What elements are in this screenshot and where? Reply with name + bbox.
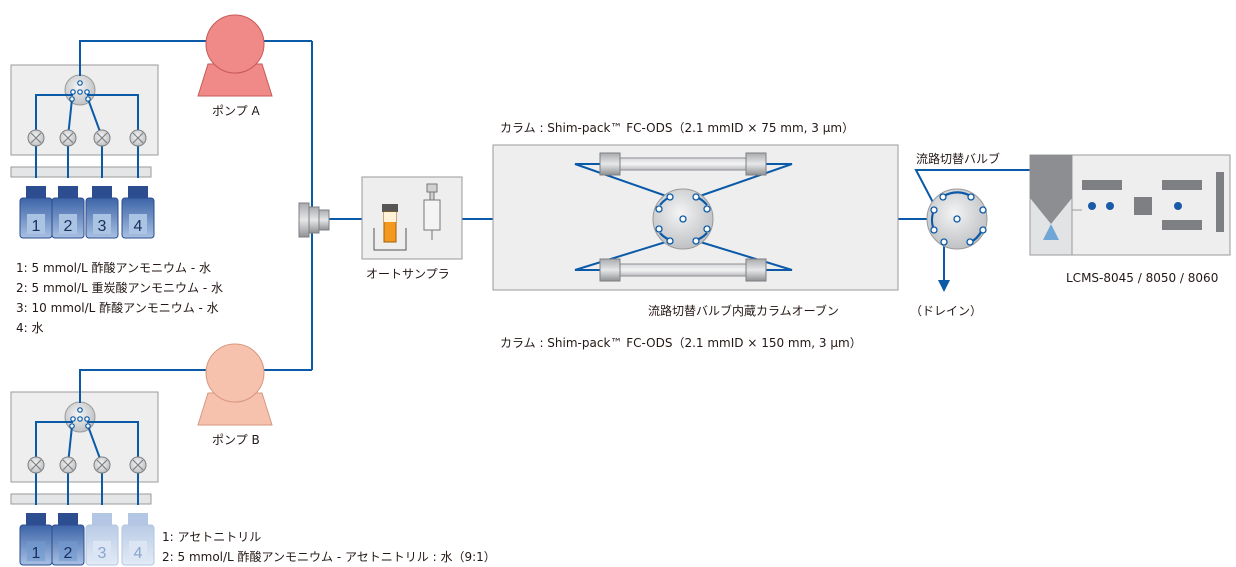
autosampler-label: オートサンプラ xyxy=(366,267,450,281)
bottle-a-number: 2 xyxy=(64,218,73,235)
bottle-b-number: 2 xyxy=(64,545,73,562)
pump-b-icon xyxy=(197,343,273,426)
switch-valve-label: 流路切替バルブ xyxy=(916,152,1001,166)
solvent-list-a: 1: 5 mmol/L 酢酸アンモニウム - 水 2: 5 mmol/L 重炭酸… xyxy=(16,258,223,338)
ms-label: LCMS-8045 / 8050 / 8060 xyxy=(1066,271,1219,285)
column-top-icon xyxy=(599,152,767,176)
bottle-b-number: 3 xyxy=(98,545,107,562)
pump-b-label: ポンプ B xyxy=(212,433,260,447)
bottles-b: 1 2 3 4 xyxy=(19,513,155,566)
drain-label: （ドレイン） xyxy=(910,304,983,318)
solvent-a-line: 2: 5 mmol/L 重炭酸アンモニウム - 水 xyxy=(16,281,224,295)
solvent-a-line: 3: 10 mmol/L 酢酸アンモニウム - 水 xyxy=(16,301,219,315)
flow-switch-valve-icon xyxy=(914,169,1030,292)
bottles-a: 1 2 3 4 xyxy=(19,186,155,239)
column-top-label: カラム : Shim-pack™ FC-ODS（2.1 mmID × 75 mm… xyxy=(500,121,855,135)
solvent-a-line: 1: 5 mmol/L 酢酸アンモニウム - 水 xyxy=(16,261,212,275)
bottle-b-number: 1 xyxy=(32,545,41,562)
column-switch-valve-icon xyxy=(652,188,714,250)
autosampler xyxy=(361,176,463,260)
column-oven xyxy=(492,144,899,291)
mixer-icon xyxy=(298,202,330,238)
oven-label: 流路切替バルブ内蔵カラムオーブン xyxy=(648,304,839,318)
pump-a-label: ポンプ A xyxy=(212,104,260,118)
syringe-icon xyxy=(423,183,441,240)
ms-instrument xyxy=(1029,154,1231,256)
solvent-a-line: 4: 水 xyxy=(16,321,44,335)
pump-a-icon xyxy=(197,14,273,97)
bottle-b-number: 4 xyxy=(134,545,143,562)
column-bottom-icon xyxy=(599,258,767,282)
solvent-b-line: 1: アセトニトリル xyxy=(162,530,262,544)
bottle-a-number: 1 xyxy=(32,218,41,235)
bottle-a-number: 3 xyxy=(98,218,107,235)
solvent-list-b: 1: アセトニトリル 2: 5 mmol/L 酢酸アンモニウム - アセトニトリ… xyxy=(162,527,496,567)
column-bottom-label: カラム : Shim-pack™ FC-ODS（2.1 mmID × 150 m… xyxy=(500,336,862,350)
bottle-a-number: 4 xyxy=(134,218,143,235)
solvent-b-line: 2: 5 mmol/L 酢酸アンモニウム - アセトニトリル : 水（9:1） xyxy=(162,550,496,564)
vial-icon xyxy=(382,204,398,243)
solvent-unit-a xyxy=(10,40,312,178)
solvent-unit-b xyxy=(10,369,312,505)
